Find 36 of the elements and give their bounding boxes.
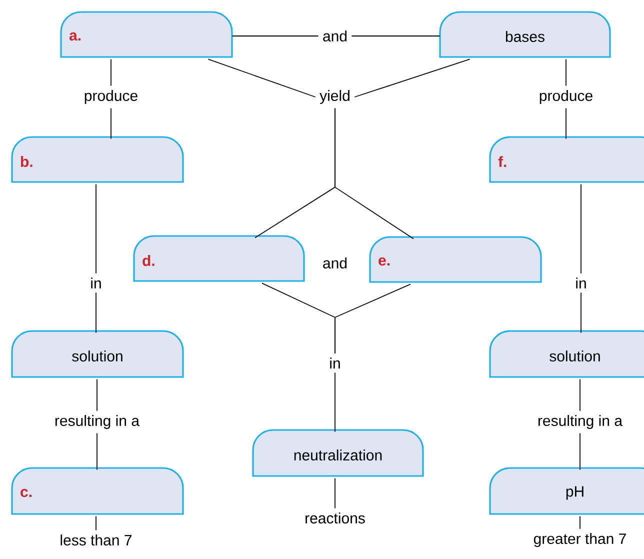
connector-line <box>96 378 98 412</box>
connector-line <box>580 292 582 334</box>
connector-line <box>334 284 411 354</box>
concept-box: neutralization <box>252 429 424 477</box>
concept-box: f. <box>489 136 644 183</box>
linking-word: less than 7 <box>56 530 136 550</box>
connector-line <box>110 58 112 86</box>
concept-box: d. <box>133 235 305 282</box>
linking-word: in <box>325 354 345 372</box>
concept-box: c. <box>11 467 184 515</box>
connector-line <box>580 184 582 274</box>
concept-box: bases <box>439 11 611 58</box>
connector-line <box>354 58 470 98</box>
linking-word: greater than 7 <box>529 529 631 551</box>
linking-word: produce <box>534 86 598 108</box>
connector-line <box>334 108 414 240</box>
linking-word: yield <box>316 86 354 108</box>
connector-line <box>334 478 336 509</box>
concept-box: solution <box>489 330 644 378</box>
linking-word: produce <box>80 86 142 108</box>
connector-line <box>208 58 316 98</box>
linking-word: in <box>571 274 591 292</box>
linking-word: reactions <box>300 508 370 528</box>
concept-box: pH <box>489 467 644 515</box>
linking-word: in <box>86 274 106 292</box>
linking-word: and <box>318 26 352 46</box>
connector-line <box>96 432 98 470</box>
concept-box: e. <box>369 236 542 283</box>
concept-box: a. <box>60 11 233 58</box>
linking-word: resulting in a <box>50 411 144 433</box>
concept-box: solution <box>11 330 184 378</box>
connector-line <box>334 372 336 432</box>
linking-word: resulting in a <box>533 411 627 433</box>
linking-word: and <box>323 258 347 268</box>
connector-line <box>110 108 112 140</box>
concept-box: b. <box>11 136 184 183</box>
